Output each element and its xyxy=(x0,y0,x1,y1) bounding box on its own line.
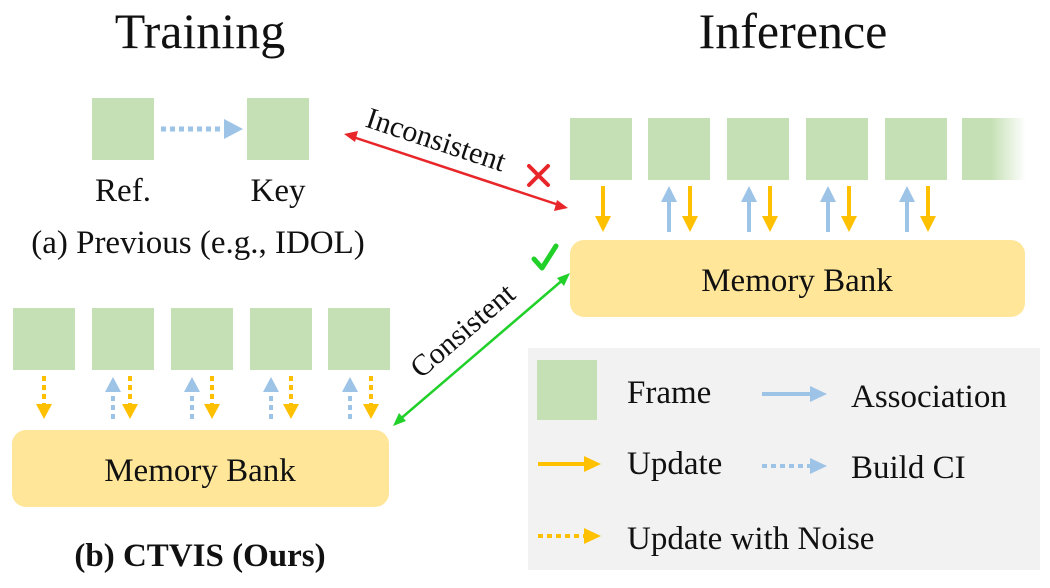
inference-title: Inference xyxy=(699,3,888,59)
noisy-update-arrow xyxy=(363,376,379,419)
training-frame-3 xyxy=(171,308,233,370)
legend-build-ci-arrow xyxy=(762,458,827,474)
check-icon xyxy=(531,243,559,271)
training-frame-5 xyxy=(328,308,390,370)
noisy-update-arrow xyxy=(283,376,299,419)
association-arrow xyxy=(741,186,757,232)
noisy-update-arrow xyxy=(36,376,52,419)
inference-frame-2 xyxy=(648,118,710,180)
legend-background xyxy=(528,348,1040,570)
inference-frame-6 xyxy=(962,118,1026,180)
inference-pipeline: Memory Bank xyxy=(570,118,1026,317)
training-memory-bank xyxy=(12,430,389,507)
update-arrow xyxy=(841,186,857,232)
legend-update-arrow xyxy=(538,456,601,472)
legend-update-label: Update xyxy=(627,446,722,482)
update-arrow xyxy=(595,186,611,232)
inference-frame-3 xyxy=(727,118,789,180)
build-ci-arrow xyxy=(161,119,243,139)
inference-memory-bank-label: Memory Bank xyxy=(701,263,893,299)
update-arrow xyxy=(682,186,698,232)
training-frame-2 xyxy=(92,308,154,370)
cross-icon xyxy=(527,164,550,187)
training-title: Training xyxy=(115,3,285,59)
update-arrow xyxy=(762,186,778,232)
key-label: Key xyxy=(251,173,306,209)
inference-frame-5 xyxy=(885,118,947,180)
key-frame xyxy=(247,98,309,160)
ctvis-caption: (b) CTVIS (Ours) xyxy=(74,538,325,574)
training-memory-bank-label: Memory Bank xyxy=(104,453,296,489)
noisy-update-arrow xyxy=(204,376,220,419)
association-arrow xyxy=(661,186,677,232)
inference-memory-bank xyxy=(570,240,1025,317)
build-ci-up-arrow xyxy=(263,377,279,419)
legend-noisy-update-arrow xyxy=(538,528,601,544)
noisy-update-arrow xyxy=(122,376,138,419)
legend: Frame Association Update Build CI Update… xyxy=(528,348,1040,570)
ref-label: Ref. xyxy=(95,173,151,209)
legend-frame-swatch xyxy=(537,360,597,420)
inconsistent-relation: Inconsistent xyxy=(344,102,568,211)
training-frame-4 xyxy=(250,308,312,370)
association-arrow xyxy=(820,186,836,232)
build-ci-up-arrow xyxy=(184,377,200,419)
inconsistent-label: Inconsistent xyxy=(362,102,511,179)
legend-association-arrow xyxy=(762,386,827,402)
legend-frame-label: Frame xyxy=(627,375,711,411)
legend-noisy-update-label: Update with Noise xyxy=(627,521,874,557)
update-arrow xyxy=(920,186,936,232)
previous-method: Ref. Key (a) Previous (e.g., IDOL) xyxy=(31,98,365,261)
association-arrow xyxy=(899,186,915,232)
inference-frame-4 xyxy=(806,118,868,180)
build-ci-up-arrow xyxy=(342,377,358,419)
previous-caption: (a) Previous (e.g., IDOL) xyxy=(31,225,365,261)
ctvis-training: Memory Bank (b) CTVIS (Ours) xyxy=(12,308,390,574)
inference-frame-1 xyxy=(570,118,632,180)
legend-build-ci-label: Build CI xyxy=(851,450,966,486)
build-ci-up-arrow xyxy=(105,377,121,419)
legend-association-label: Association xyxy=(851,379,1007,415)
ref-frame xyxy=(92,98,154,160)
training-frame-1 xyxy=(13,308,75,370)
